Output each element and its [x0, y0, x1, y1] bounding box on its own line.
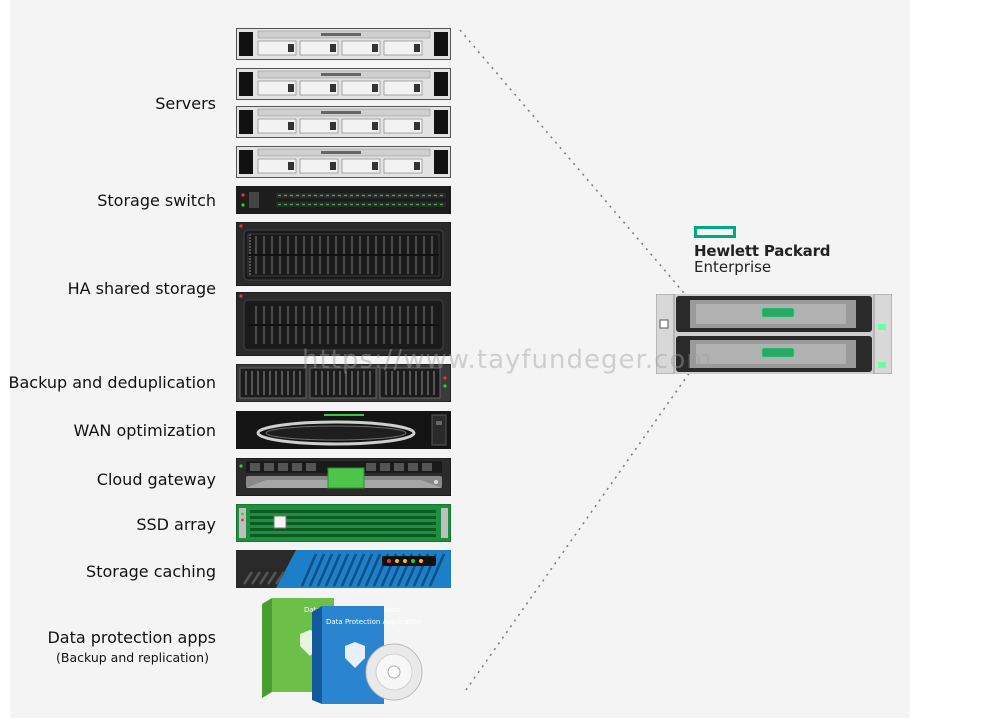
label-storage-switch: Storage switch: [97, 191, 216, 210]
label-servers: Servers: [155, 94, 216, 113]
label-data-protection-apps: Data protection apps: [47, 628, 216, 647]
ha-storage-array-1: [236, 222, 451, 286]
connector-bottom: [465, 371, 691, 691]
software-box-blue-label: Data Protection Application: [326, 618, 422, 626]
storage-caching-appliance: [236, 550, 451, 588]
server-unit-4: [236, 146, 451, 178]
label-storage-caching: Storage caching: [86, 562, 216, 581]
label-ssd-array: SSD array: [136, 515, 216, 534]
sublabel-data-protection-apps: (Backup and replication): [56, 650, 209, 665]
label-wan-optimization: WAN optimization: [73, 421, 217, 440]
watermark-text: https://www.tayfundeger.com: [302, 345, 713, 375]
cd-disc-icon: [365, 643, 423, 701]
server-unit-3: [236, 106, 451, 138]
data-protection-software-boxes: Data Protection Application Data Protect…: [262, 598, 423, 704]
server-unit-1: [236, 28, 451, 60]
storage-switch-device: [236, 186, 451, 214]
hpe-storage-appliance: [656, 294, 892, 374]
ha-storage-array-2: [236, 292, 451, 356]
wan-optimization-appliance: [236, 411, 451, 449]
server-unit-2: [236, 68, 451, 100]
label-ha-shared-storage: HA shared storage: [67, 279, 216, 298]
hpe-element-icon: [694, 226, 736, 238]
brand-subname: Enterprise: [694, 258, 772, 276]
label-cloud-gateway: Cloud gateway: [96, 470, 216, 489]
connector-top: [459, 29, 691, 301]
backup-dedup-appliance: [236, 364, 451, 402]
hpe-logo: Hewlett Packard Enterprise: [694, 226, 831, 276]
brand-name: Hewlett Packard: [694, 242, 831, 260]
cloud-gateway-appliance: [236, 458, 451, 496]
ssd-array-device: [236, 504, 451, 542]
label-backup-dedup: Backup and deduplication: [8, 373, 216, 392]
